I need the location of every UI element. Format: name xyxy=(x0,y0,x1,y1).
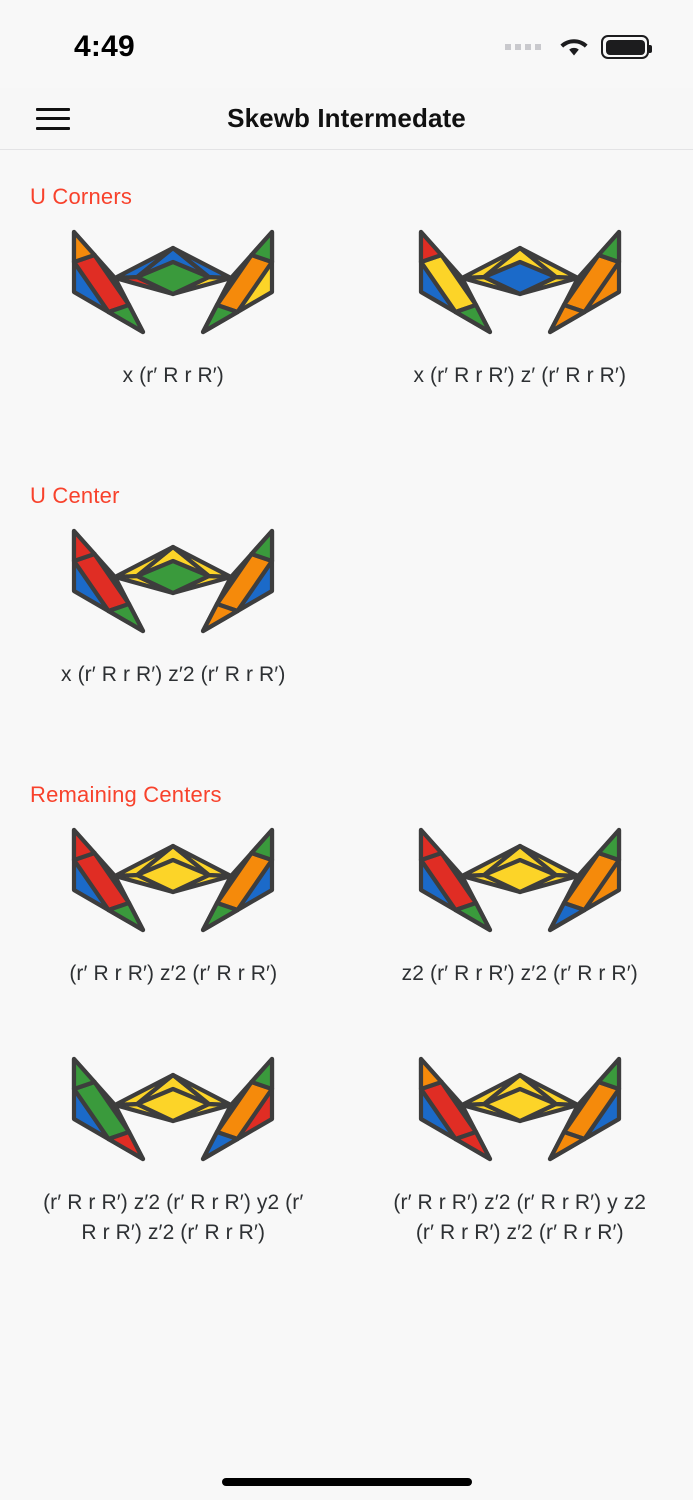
signal-dots-icon xyxy=(505,44,541,50)
algorithm-case[interactable]: x (r′ R r R′) xyxy=(0,210,347,391)
status-time: 4:49 xyxy=(74,30,135,63)
algorithm-case[interactable]: z2 (r′ R r R′) z′2 (r′ R r R′) xyxy=(347,808,693,989)
battery-icon xyxy=(601,35,652,59)
hamburger-menu-icon[interactable] xyxy=(36,107,70,130)
skewb-diagram xyxy=(72,1056,275,1162)
status-bar: 4:49 xyxy=(0,0,693,88)
algorithm-case[interactable]: (r′ R r R′) z′2 (r′ R r R′) y2 (r′ R r R… xyxy=(0,1037,347,1248)
skewb-diagram-wrapper xyxy=(417,228,623,345)
algorithm-case[interactable]: x (r′ R r R′) z′2 (r′ R r R′) xyxy=(0,509,347,690)
algorithm-text: (r′ R r R′) z′2 (r′ R r R′) xyxy=(69,962,278,985)
navigation-bar: Skewb Intermedate xyxy=(0,88,693,150)
skewb-diagram-wrapper xyxy=(70,826,276,943)
algorithm-text: z2 (r′ R r R′) z′2 (r′ R r R′) xyxy=(401,962,638,985)
home-indicator xyxy=(221,1478,472,1486)
case-row: x (r′ R r R′) x (r′ R r R′) z′ (r′ R r R′… xyxy=(0,210,693,391)
case-row: x (r′ R r R′) z′2 (r′ R r R′) xyxy=(0,509,693,690)
skewb-diagram xyxy=(72,528,275,634)
algorithm-list: U Corners x (r′ R r R′) x (r′ R r R′) z′ (… xyxy=(0,184,693,1288)
wifi-icon xyxy=(559,36,589,58)
skewb-diagram-wrapper xyxy=(70,527,276,644)
status-indicators xyxy=(505,35,652,59)
case-row: (r′ R r R′) z′2 (r′ R r R′) y2 (r′ R r R… xyxy=(0,1037,693,1248)
algorithm-case[interactable]: x (r′ R r R′) z′ (r′ R r R′) xyxy=(347,210,693,391)
skewb-diagram xyxy=(418,229,621,335)
algorithm-text: (r′ R r R′) z′2 (r′ R r R′) y z2 (r′ R r… xyxy=(393,1191,647,1244)
section-title-remaining-centers: Remaining Centers xyxy=(30,782,222,807)
skewb-diagram xyxy=(418,1056,621,1162)
algorithm-text: (r′ R r R′) z′2 (r′ R r R′) y2 (r′ R r R… xyxy=(43,1191,304,1244)
skewb-diagram xyxy=(418,827,621,933)
case-row: (r′ R r R′) z′2 (r′ R r R′) z2 (r′ R r R′… xyxy=(0,808,693,989)
skewb-diagram-wrapper xyxy=(70,228,276,345)
page-title: Skewb Intermedate xyxy=(227,103,466,133)
section-title-u-corners: U Corners xyxy=(30,184,133,209)
skewb-diagram xyxy=(72,827,275,933)
algorithm-text: x (r′ R r R′) z′2 (r′ R r R′) xyxy=(61,663,286,686)
algorithm-case[interactable]: (r′ R r R′) z′2 (r′ R r R′) y z2 (r′ R r… xyxy=(347,1037,693,1248)
skewb-diagram-wrapper xyxy=(417,826,623,943)
skewb-diagram-wrapper xyxy=(70,1055,276,1172)
algorithm-case[interactable]: (r′ R r R′) z′2 (r′ R r R′) xyxy=(0,808,347,989)
algorithm-text: x (r′ R r R′) z′ (r′ R r R′) xyxy=(413,364,627,387)
skewb-diagram-wrapper xyxy=(417,1055,623,1172)
section-title-u-center: U Center xyxy=(30,483,120,508)
skewb-diagram xyxy=(72,229,275,335)
algorithm-text: x (r′ R r R′) xyxy=(122,364,224,387)
